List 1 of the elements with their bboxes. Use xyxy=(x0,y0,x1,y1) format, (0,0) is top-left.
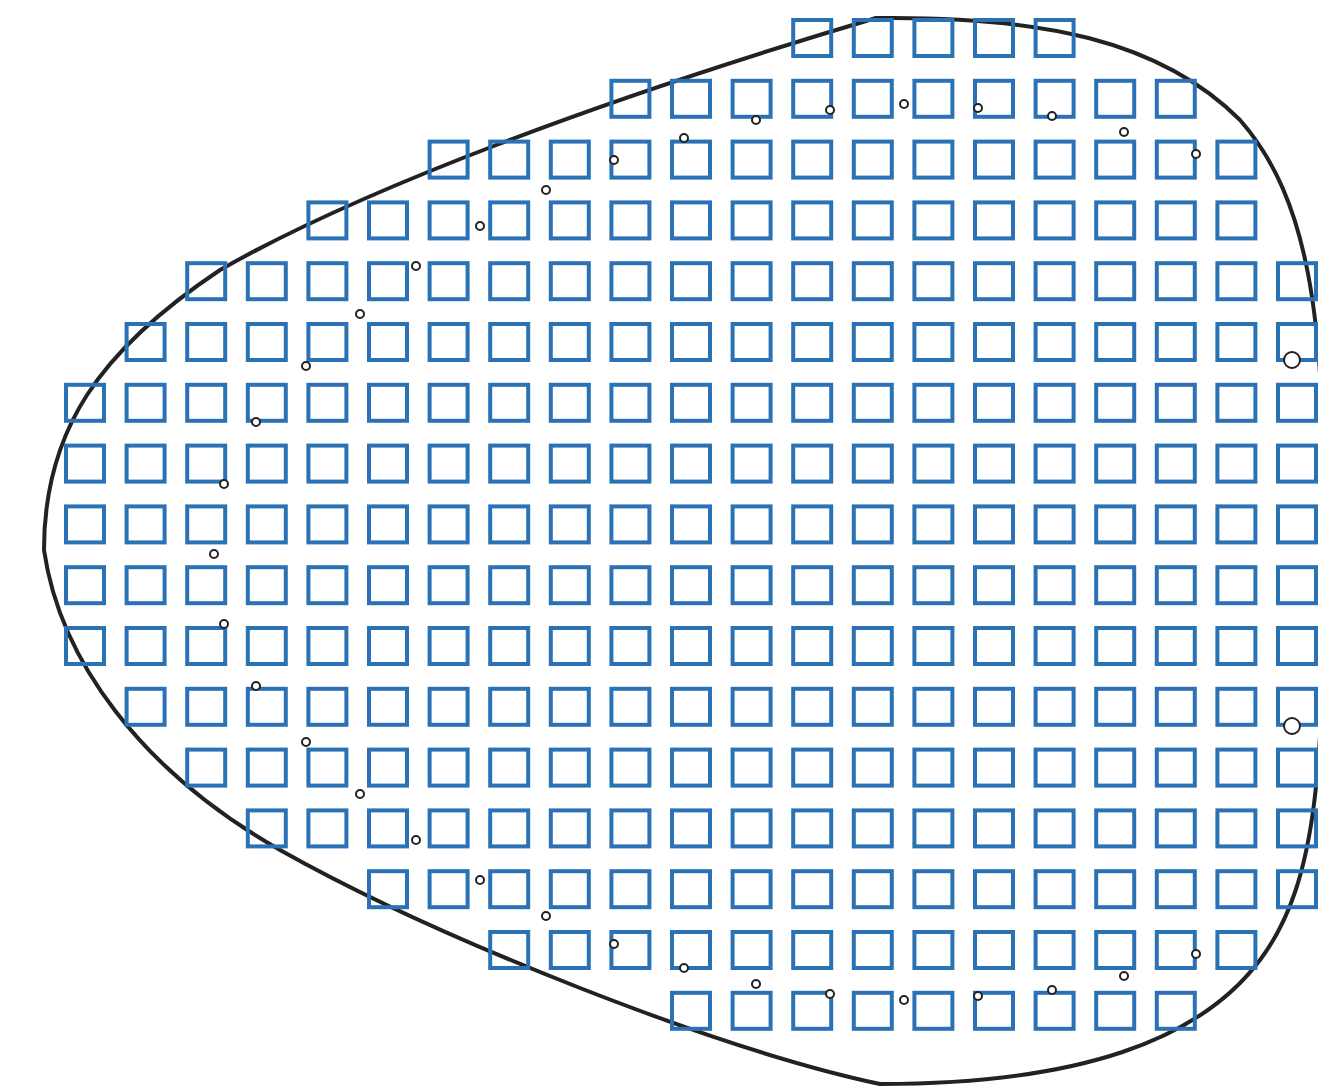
grid-drawing xyxy=(42,16,1318,1086)
